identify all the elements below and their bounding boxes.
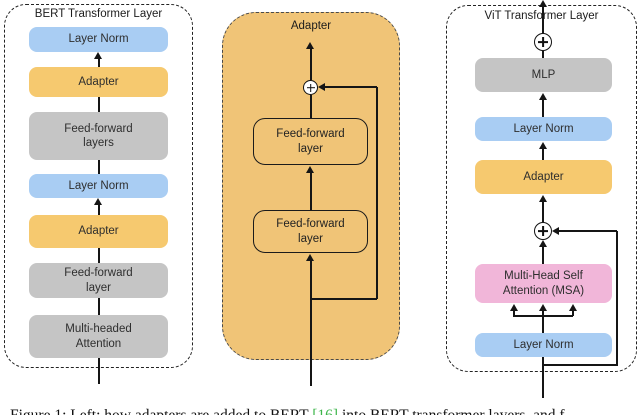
block-label: Layer Norm [513, 338, 574, 351]
block-feed-forward-layers: Feed-forward layers [29, 112, 168, 160]
arrowhead-left-icon [552, 227, 559, 235]
connector-line [98, 204, 100, 215]
arrowhead-up-icon [539, 304, 547, 311]
output-line [310, 48, 312, 80]
arrowhead-up-icon [569, 304, 577, 311]
block-label: MLP [531, 68, 556, 81]
connector-line [542, 99, 544, 117]
arrowhead-up-icon [539, 195, 547, 202]
connector-line [98, 248, 100, 263]
vit-panel-title: ViT Transformer Layer [484, 10, 599, 22]
connector-line [98, 58, 100, 67]
block-layer-norm: Layer Norm [29, 174, 168, 198]
block-mlp: MLP [475, 58, 612, 92]
add-circle-icon [534, 33, 552, 51]
skip-connection-line [324, 86, 377, 88]
add-circle-icon [534, 222, 552, 240]
adapter-panel-title: Adapter [290, 20, 332, 32]
block-label: Layer Norm [68, 179, 129, 192]
block-label: Adapter [523, 170, 564, 183]
skip-connection-line [376, 87, 378, 299]
box-label: Feed-forward layer [276, 217, 345, 245]
connector-line [542, 246, 544, 264]
block-label: Layer Norm [513, 122, 574, 135]
add-circle-icon [303, 80, 318, 95]
block-adapter: Adapter [29, 67, 168, 97]
box-feed-forward-layer: Feed-forward layer [253, 118, 368, 165]
block-adapter: Adapter [475, 160, 612, 194]
figure-caption: Figure 1: Left: how adapters are added t… [10, 407, 638, 415]
caption-text: into BERT transformer layers, and f [338, 407, 565, 415]
connector-line [98, 97, 100, 112]
arrowhead-up-icon [94, 198, 102, 205]
arrowhead-up-icon [539, 0, 547, 7]
box-feed-forward-layer: Feed-forward layer [253, 210, 368, 253]
input-line [310, 261, 312, 386]
skip-connection-line [558, 230, 617, 232]
block-label: Feed-forward layer [64, 267, 133, 294]
output-line [542, 6, 544, 33]
connector-line [310, 173, 312, 210]
block-label: Adapter [78, 225, 119, 238]
block-label: Multi-headed Attention [65, 323, 132, 350]
bert-panel-title: BERT Transformer Layer [34, 8, 163, 20]
block-label: Layer Norm [68, 33, 129, 46]
citation-link: [16] [312, 407, 338, 415]
arrowhead-up-icon [539, 142, 547, 149]
block-adapter: Adapter [29, 215, 168, 248]
arrowhead-up-icon [539, 240, 547, 247]
connector-line [542, 201, 544, 222]
branch-line [513, 315, 573, 317]
input-line [542, 357, 544, 398]
arrowhead-left-icon [318, 83, 325, 91]
skip-connection-line [543, 364, 617, 366]
connector-line [542, 148, 544, 160]
block-layer-norm: Layer Norm [29, 27, 168, 52]
block-label: Adapter [78, 75, 119, 88]
input-line [98, 358, 100, 384]
connector-line [542, 51, 544, 58]
block-layer-norm: Layer Norm [475, 117, 612, 141]
arrowhead-up-icon [510, 304, 518, 311]
skip-connection-line [616, 231, 618, 366]
block-layer-norm: Layer Norm [475, 333, 612, 357]
block-multi-headed-attention: Multi-headed Attention [29, 315, 168, 358]
connector-line [542, 310, 544, 333]
arrowhead-up-icon [94, 52, 102, 59]
block-feed-forward-layer: Feed-forward layer [29, 263, 168, 298]
branch-line [513, 310, 515, 316]
caption-text: Figure 1: Left: how adapters are added t… [10, 407, 312, 415]
connector-line [98, 298, 100, 315]
box-label: Feed-forward layer [276, 127, 345, 155]
connector-line [310, 95, 312, 118]
block-label: Feed-forward layers [64, 122, 133, 149]
arrowhead-up-icon [539, 93, 547, 100]
connector-line [98, 160, 100, 174]
block-label: Multi-Head Self Attention (MSA) [502, 270, 585, 297]
skip-connection-line [310, 298, 377, 300]
arrowhead-up-icon [306, 42, 314, 49]
arrowhead-up-icon [306, 254, 314, 261]
block-multi-head-self-attention: Multi-Head Self Attention (MSA) [475, 264, 612, 303]
arrowhead-up-icon [306, 166, 314, 173]
branch-line [572, 310, 574, 316]
